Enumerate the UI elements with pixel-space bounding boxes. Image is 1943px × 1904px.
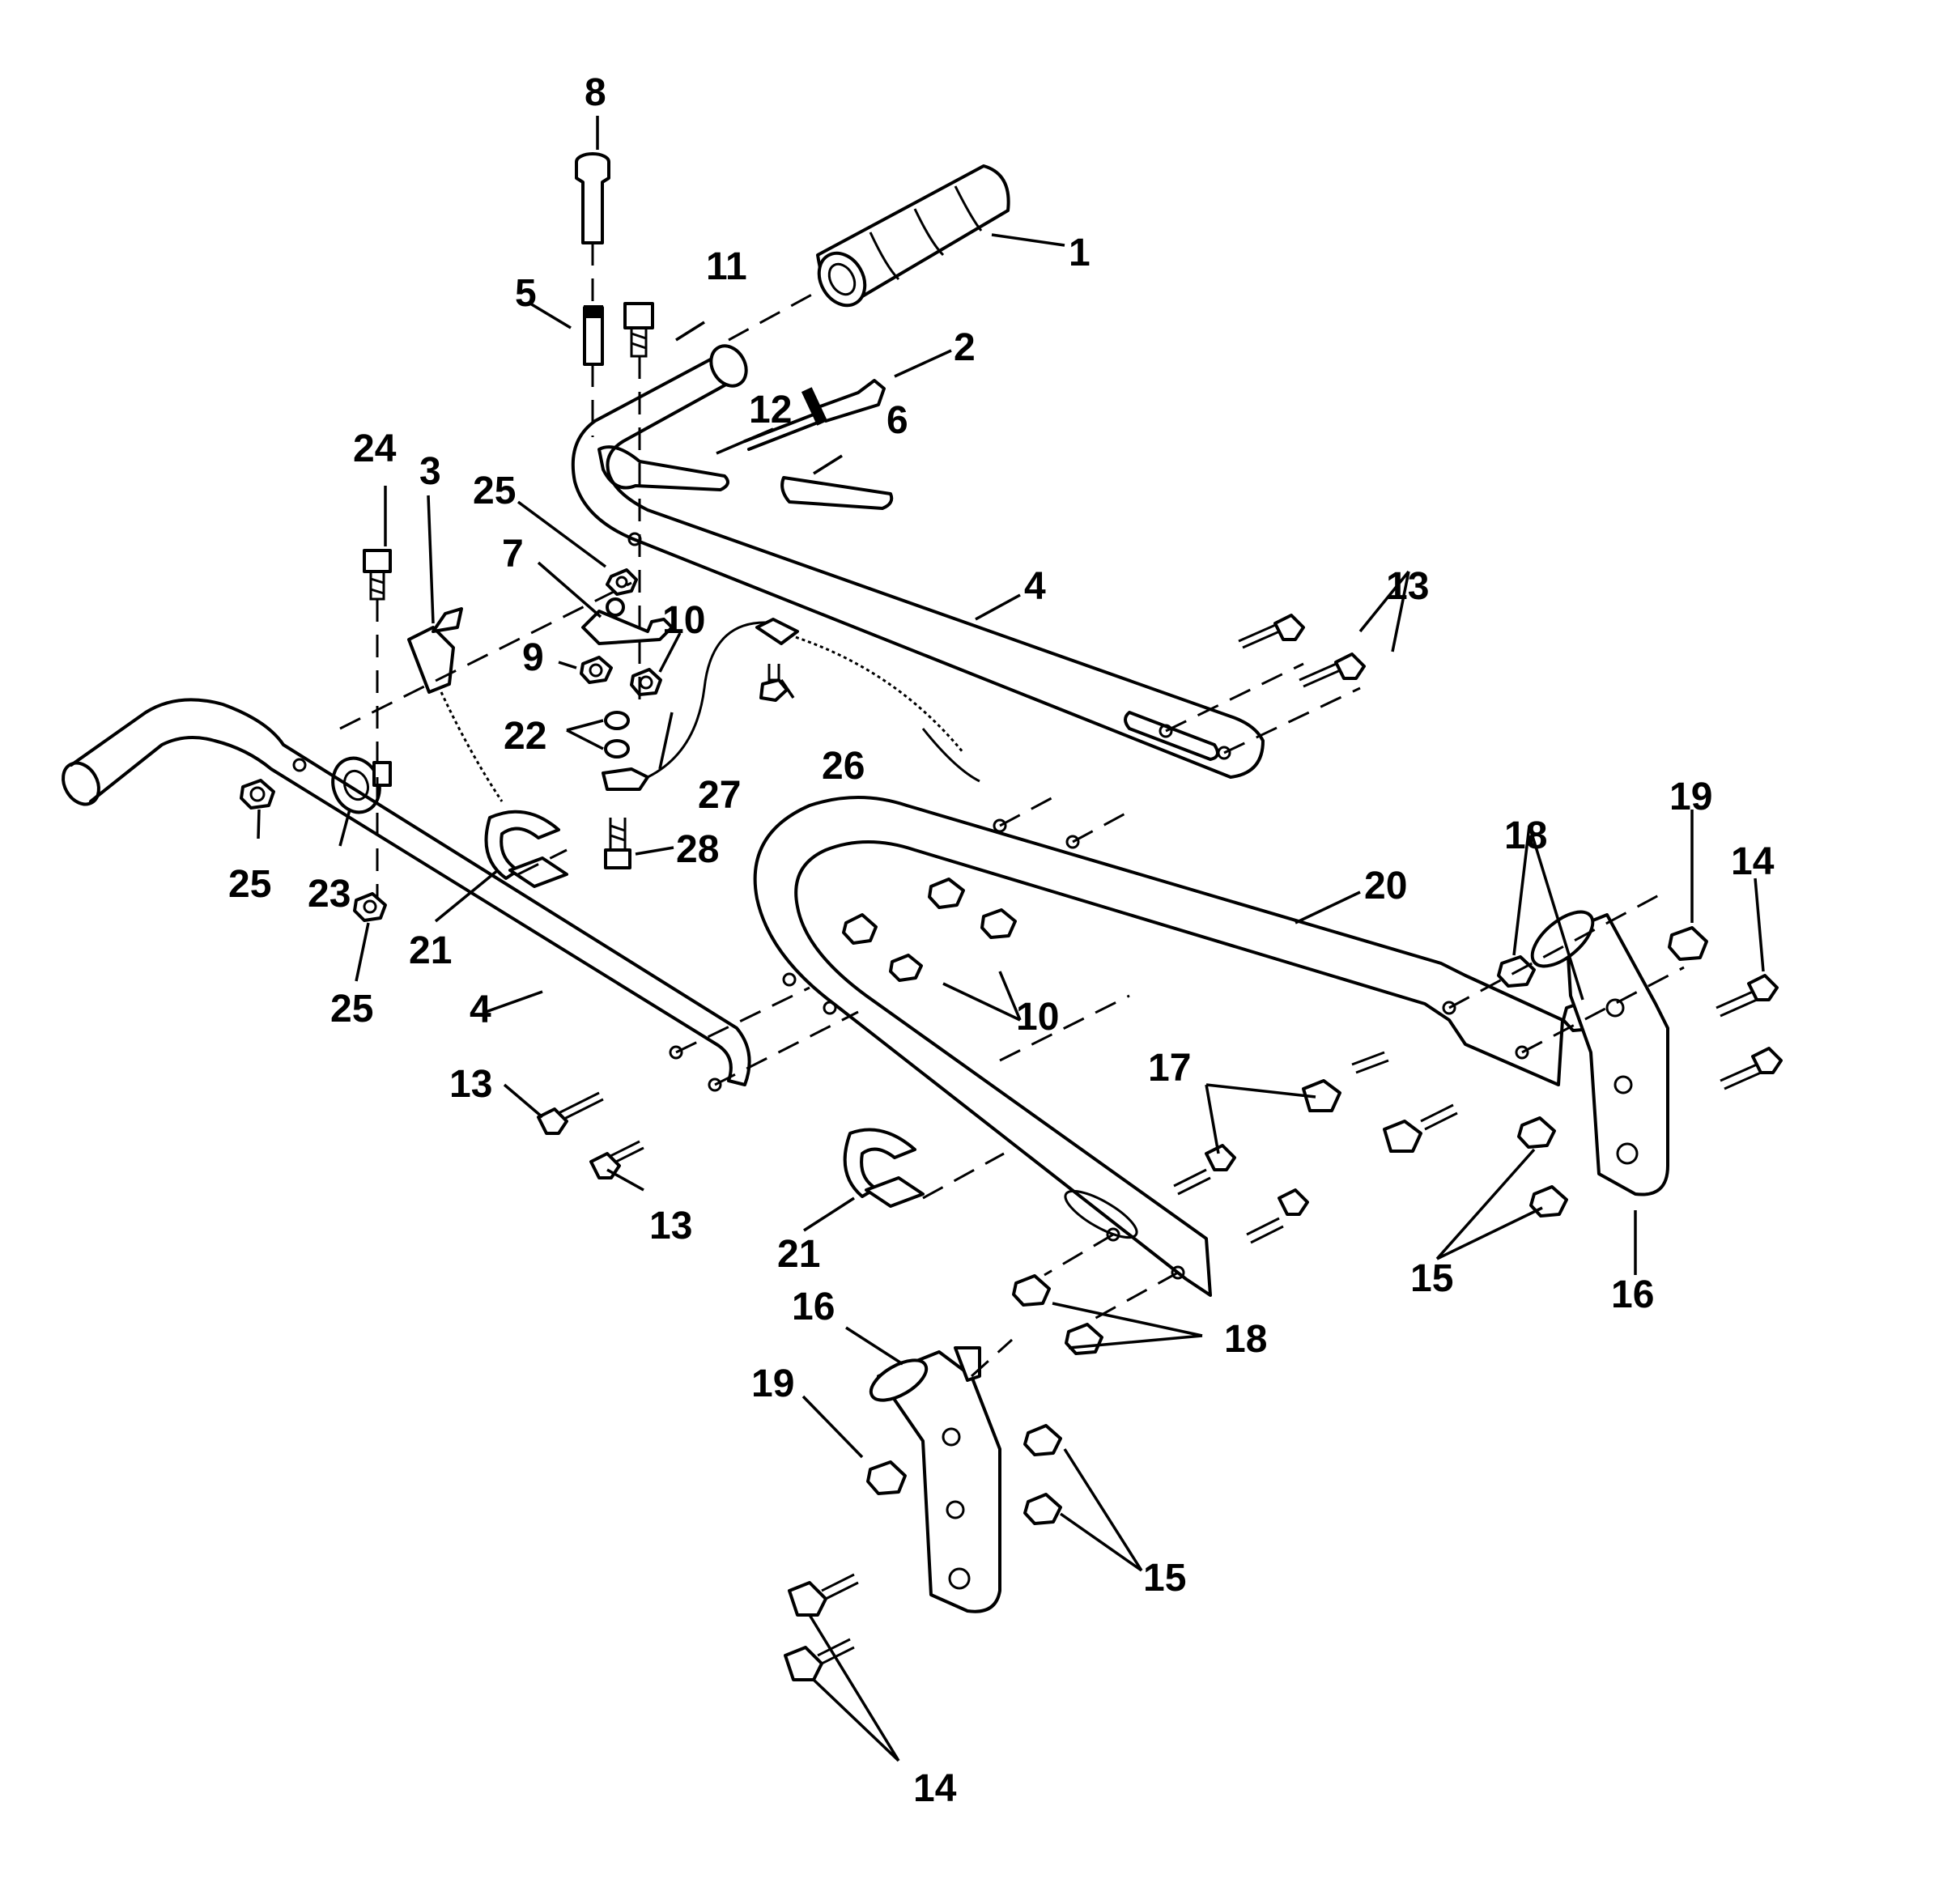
cable-clip-26 [755,618,799,702]
bolts-13 [537,614,1366,1179]
callout-1: 1 [1069,232,1091,274]
callout-14-right: 14 [1731,840,1775,883]
callout-16-left: 16 [792,1286,835,1328]
assembly-center-lines [339,243,1685,1378]
throttle-lever [597,379,894,510]
plate-16-left [869,1346,1001,1613]
callout-18-right: 18 [1504,814,1547,857]
callout-4-upper: 4 [1024,565,1046,608]
handle-grip [816,164,1010,308]
callout-16-right: 16 [1611,1273,1654,1316]
clip-21-lower [843,1128,925,1208]
callout-21-lower: 21 [777,1233,820,1276]
callout-19-left: 19 [751,1362,794,1405]
callout-25-top: 25 [473,470,516,512]
nut-10-upper [630,668,662,696]
callout-17: 17 [1148,1047,1191,1090]
callout-23: 23 [308,873,351,916]
callout-13-lower: 13 [649,1205,692,1247]
callout-3: 3 [419,450,441,493]
lower-handle-bar [62,698,751,1092]
nut-25-left [240,779,275,810]
callout-18-lower: 18 [1224,1318,1267,1361]
pin-5 [583,305,604,366]
callout-25-bottom: 25 [330,988,373,1031]
callout-28: 28 [676,828,719,871]
bolts-14 [784,974,1783,1681]
callout-6: 6 [886,399,908,442]
nuts-15 [1023,1116,1568,1525]
leader-lines [257,116,1765,1762]
pin-8 [575,152,610,244]
cable-3 [407,607,504,802]
callout-10-upper: 10 [662,599,705,642]
callout-2: 2 [954,326,976,369]
nuts-10-frame [842,878,1017,982]
callout-25-left: 25 [228,863,271,906]
callout-21-upper: 21 [409,929,452,972]
callout-20: 20 [1364,865,1407,907]
callout-labels: 1 2 3 4 4 5 6 7 8 9 10 10 11 12 13 13 13… [228,71,1775,1810]
nut-25-top [606,568,638,596]
callout-13-left: 13 [449,1063,492,1106]
control-cable [647,621,980,783]
callout-22: 22 [504,715,546,758]
callout-12: 12 [749,389,792,431]
nut-25-bottom [353,892,387,922]
nut-9 [580,656,613,684]
callout-7: 7 [502,533,524,576]
washers-22 [602,711,649,791]
callout-9: 9 [522,636,544,679]
callout-27: 27 [698,774,741,817]
callout-4-lower: 4 [470,988,491,1031]
upper-handle-bar [571,344,1265,779]
bolts-17 [1173,1051,1458,1244]
callout-10-lower: 10 [1016,996,1059,1039]
clip-21-upper [484,810,568,888]
bolt-28 [604,818,631,869]
bolt-24 [363,549,392,601]
callout-14-bottom: 14 [913,1767,957,1810]
nuts-18 [1012,955,1601,1355]
callout-13-upper: 13 [1386,565,1429,608]
callout-8: 8 [585,71,606,114]
callout-24: 24 [353,427,397,470]
callout-15-lower: 15 [1143,1557,1186,1600]
callout-26: 26 [822,745,865,788]
bolt-11 [623,302,654,358]
callout-11: 11 [706,245,747,288]
nuts-19 [866,926,1708,1495]
callout-19-right: 19 [1669,776,1712,818]
plate-16-right [1530,910,1669,1196]
callout-15-right: 15 [1410,1257,1453,1300]
bracket-7 [581,597,674,645]
callout-5: 5 [515,272,537,315]
